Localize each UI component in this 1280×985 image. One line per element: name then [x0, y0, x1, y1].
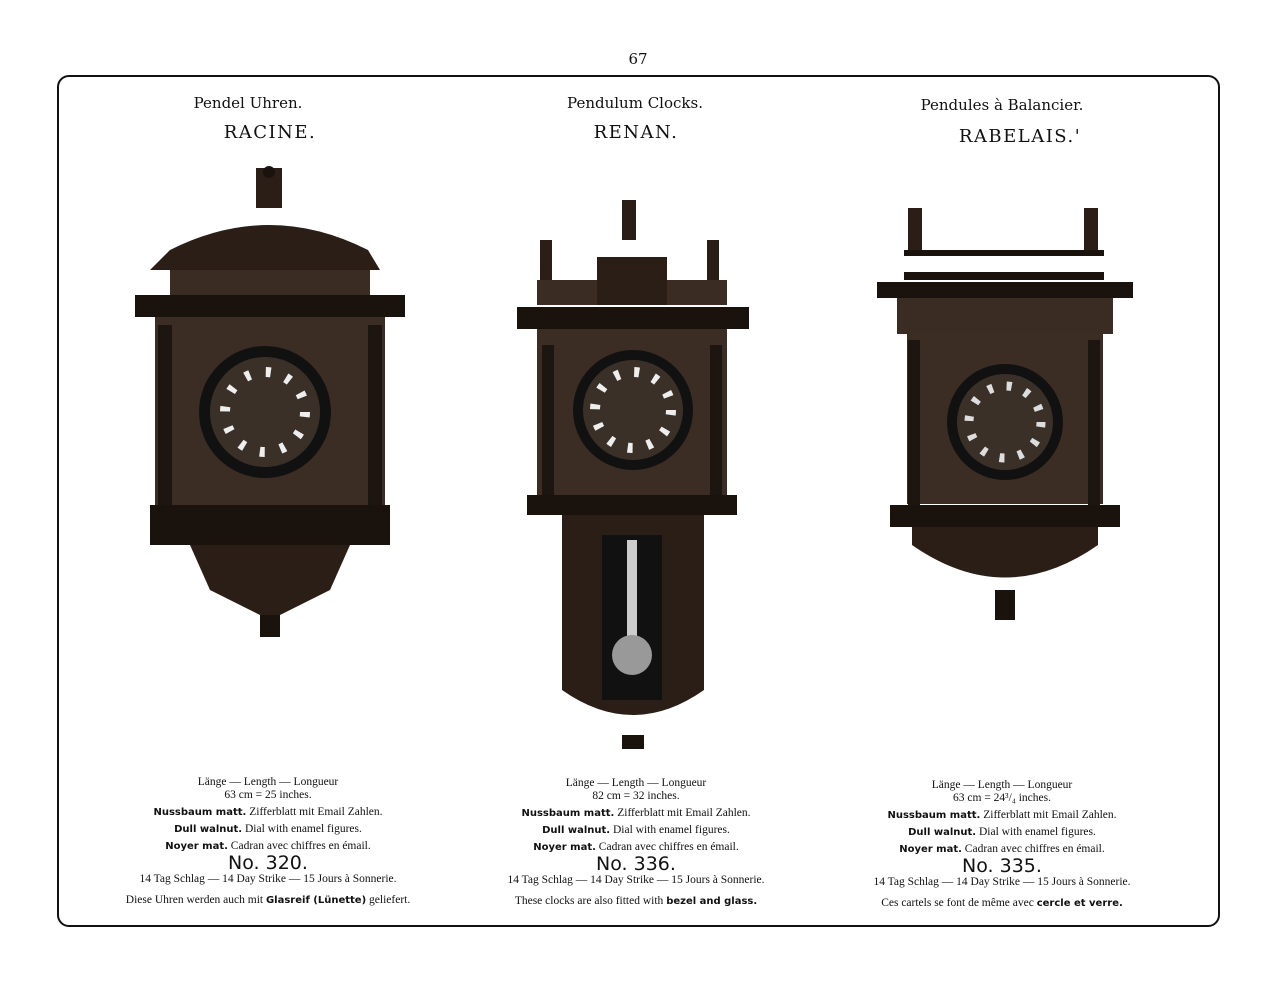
dial-en: Dial with enamel figures.: [978, 826, 1096, 838]
length-label: Länge — Length — Longueur: [931, 779, 1073, 791]
finish-en: Dull walnut.: [908, 827, 977, 838]
dial-fr: Cadran avec chiffres en émail.: [230, 840, 371, 852]
finish-de: Nussbaum matt.: [153, 807, 247, 818]
page-frame: [57, 75, 1220, 927]
product-info-336: Länge — Length — Longueur 82 cm = 32 inc…: [446, 777, 826, 908]
note-bold: bezel and glass.: [666, 896, 758, 907]
model-name: RACINE.: [223, 122, 317, 143]
note-text: These clocks are also fitted with: [514, 895, 664, 907]
model-name: RABELAIS.': [958, 126, 1082, 147]
product-info-335: Länge — Length — Longueur 63 cm = 24³/₄ …: [812, 779, 1192, 910]
product-number: No. 335.: [962, 855, 1042, 877]
strike-info: 14 Tag Schlag — 14 Day Strike — 15 Jours…: [873, 876, 1131, 888]
length-value: 63 cm = 24³/₄ inches.: [953, 792, 1051, 804]
dial-fr: Cadran avec chiffres en émail.: [964, 843, 1105, 855]
clock-illustration-renan: [517, 200, 749, 749]
finish-de: Nussbaum matt.: [887, 810, 981, 821]
finish-fr: Noyer mat.: [533, 842, 596, 853]
product-info-320: Länge — Length — Longueur 63 cm = 25 inc…: [78, 776, 458, 907]
length-value: 82 cm = 32 inches.: [592, 790, 680, 802]
strike-info: 14 Tag Schlag — 14 Day Strike — 15 Jours…: [507, 874, 765, 886]
category-title: Pendulum Clocks.: [567, 94, 703, 112]
finish-fr: Noyer mat.: [165, 841, 228, 852]
clock-illustration-racine: [135, 166, 405, 637]
finish-en: Dull walnut.: [542, 825, 611, 836]
length-value: 63 cm = 25 inches.: [224, 789, 312, 801]
length-label: Länge — Length — Longueur: [197, 776, 339, 788]
clock-illustration-rabelais: [877, 208, 1133, 620]
strike-info: 14 Tag Schlag — 14 Day Strike — 15 Jours…: [139, 873, 397, 885]
category-title: Pendules à Balancier.: [920, 96, 1084, 114]
model-name: RENAN.: [593, 122, 679, 143]
note-bold: cercle et verre.: [1036, 898, 1123, 909]
dial-de: Zifferblatt mit Email Zahlen.: [249, 806, 383, 818]
length-label: Länge — Length — Longueur: [565, 777, 707, 789]
category-title: Pendel Uhren.: [193, 94, 303, 112]
product-number: No. 320.: [228, 852, 308, 874]
dial-en: Dial with enamel figures.: [244, 823, 362, 835]
finish-fr: Noyer mat.: [899, 844, 962, 855]
note-bold: Glasreif (Lünette): [265, 895, 367, 906]
note-end: geliefert.: [369, 894, 411, 906]
finish-de: Nussbaum matt.: [521, 808, 615, 819]
dial-de: Zifferblatt mit Email Zahlen.: [617, 807, 751, 819]
note-text: Diese Uhren werden auch mit: [125, 894, 264, 906]
note-text: Ces cartels se font de même avec: [881, 897, 1034, 909]
finish-en: Dull walnut.: [174, 824, 243, 835]
dial-en: Dial with enamel figures.: [612, 824, 730, 836]
product-number: No. 336.: [596, 853, 676, 875]
dial-de: Zifferblatt mit Email Zahlen.: [983, 809, 1117, 821]
page-number: 67: [628, 50, 648, 68]
dial-fr: Cadran avec chiffres en émail.: [598, 841, 739, 853]
